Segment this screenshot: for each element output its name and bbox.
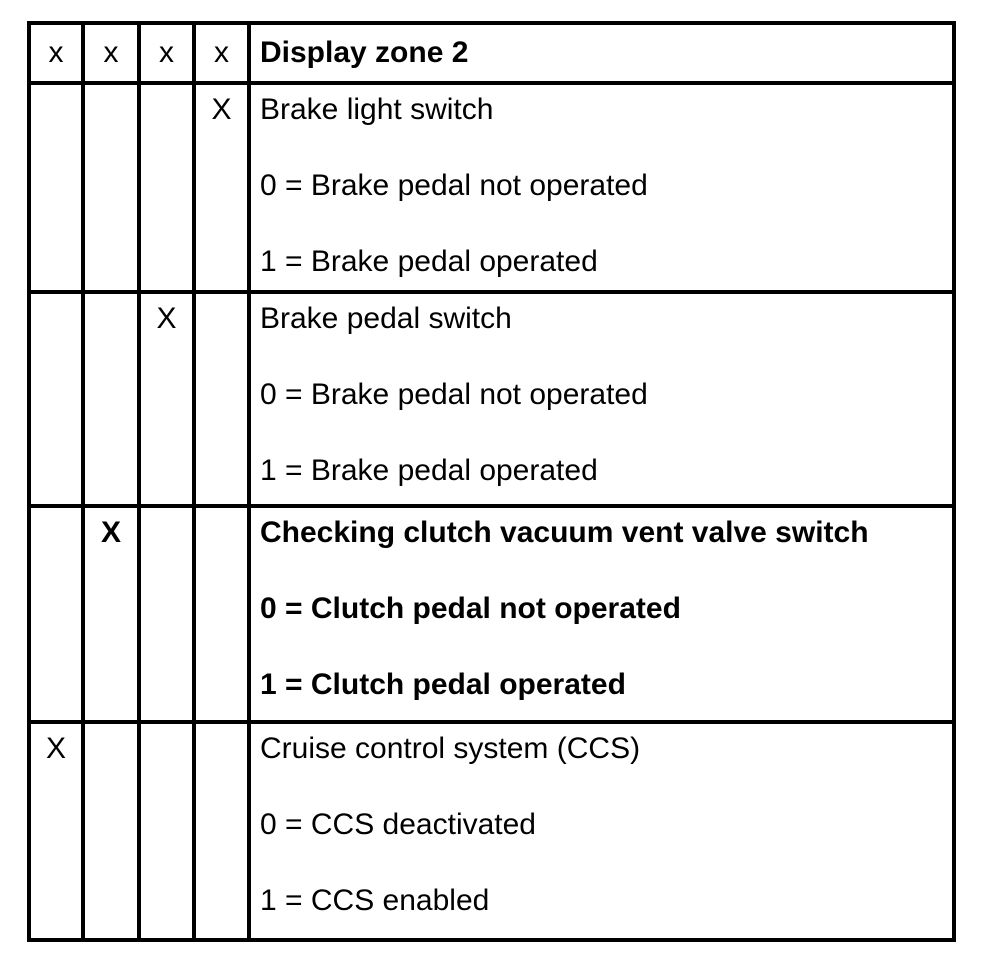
header-mark-cell-3: x — [141, 25, 196, 85]
mark-cell — [141, 724, 196, 938]
row-title-line: Brake pedal switch — [260, 302, 512, 335]
header-mark-cell-1: x — [31, 25, 85, 85]
mark-cell — [196, 724, 251, 938]
mark-cell — [85, 724, 141, 938]
mark-cell — [141, 508, 196, 724]
mark-cell — [31, 294, 85, 508]
description-cell: Brake light switch 0 = Brake pedal not o… — [251, 85, 952, 294]
value-1-line: 1 = Brake pedal operated — [260, 245, 598, 278]
row-title-line: Checking clutch vacuum vent valve switch — [260, 516, 869, 549]
mark-cell — [196, 294, 251, 508]
value-1-line: 1 = Brake pedal operated — [260, 454, 598, 487]
mark-cell — [85, 85, 141, 294]
mark-cell — [141, 85, 196, 294]
description-cell: Brake pedal switch 0 = Brake pedal not o… — [251, 294, 952, 508]
mark-cell-x: X — [85, 508, 141, 724]
value-0-line: 0 = Brake pedal not operated — [260, 169, 648, 202]
description-cell: Cruise control system (CCS) 0 = CCS deac… — [251, 724, 952, 938]
mark-cell-x: X — [196, 85, 251, 294]
value-0-line: 0 = CCS deactivated — [260, 808, 536, 841]
mark-cell-x: X — [141, 294, 196, 508]
value-1-line: 1 = Clutch pedal operated — [260, 668, 626, 701]
header-mark-cell-2: x — [85, 25, 141, 85]
mark-cell — [31, 85, 85, 294]
mark-cell — [85, 294, 141, 508]
mark-cell-x: X — [31, 724, 85, 938]
header-mark-cell-4: x — [196, 25, 251, 85]
value-1-line: 1 = CCS enabled — [260, 884, 490, 917]
mark-cell — [196, 508, 251, 724]
row-title-line: Brake light switch — [260, 93, 494, 126]
table-title: Display zone 2 — [251, 25, 952, 85]
row-title-line: Cruise control system (CCS) — [260, 732, 641, 765]
mark-cell — [31, 508, 85, 724]
value-0-line: 0 = Clutch pedal not operated — [260, 592, 681, 625]
display-zone-2-table: x x x x Display zone 2 X Brake light swi… — [27, 21, 956, 942]
description-cell: Checking clutch vacuum vent valve switch… — [251, 508, 952, 724]
value-0-line: 0 = Brake pedal not operated — [260, 378, 648, 411]
